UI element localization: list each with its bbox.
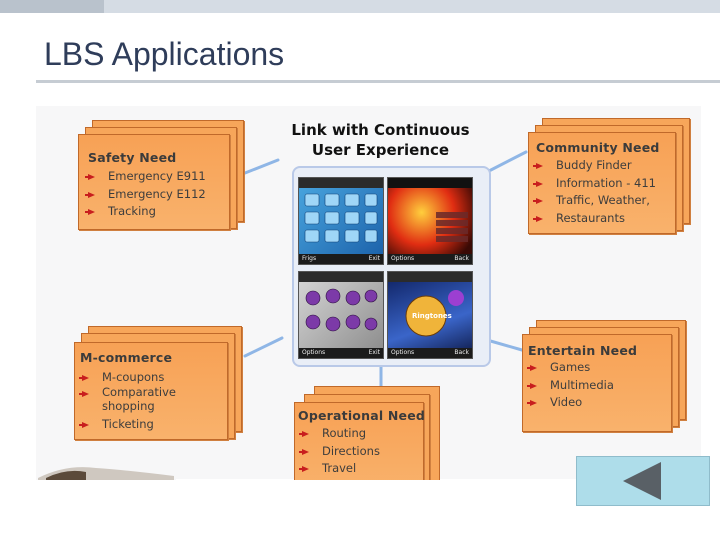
- screen-softkeys: Options Back: [388, 348, 472, 358]
- arrow-bullet-icon: [299, 448, 309, 455]
- arrow-bullet-icon: [299, 466, 309, 472]
- arrow-bullet-icon: [85, 174, 95, 180]
- list-item: Emergency E911: [80, 168, 206, 186]
- center-caption-line2: User Experience: [311, 141, 450, 159]
- card-mcommerce-list: M-coupons Comparative shopping Ticketing: [74, 369, 176, 432]
- ringtone-disc-icon: [405, 290, 464, 337]
- arrow-bullet-icon: [533, 215, 543, 222]
- back-button[interactable]: [576, 456, 710, 506]
- connector-community: [485, 150, 528, 174]
- phone-screen-services: Options Exit: [298, 271, 384, 359]
- card-entertain-title: Entertain Need: [528, 343, 638, 358]
- card-safety-list: Emergency E911 Emergency E112 Tracking: [80, 168, 206, 221]
- card-safety-title: Safety Need: [88, 150, 177, 165]
- app-grid-icon: [304, 193, 378, 243]
- center-caption-line1: Link with Continuous: [291, 121, 470, 139]
- screen-softkeys: Options Exit: [299, 348, 383, 358]
- list-item: Directions: [294, 443, 380, 461]
- list-item: Video: [522, 394, 614, 412]
- screen-softkeys: Frigs Exit: [299, 254, 383, 264]
- card-entertain: Entertain Need Games Multimedia Video: [522, 320, 690, 432]
- connector-mcommerce: [243, 336, 284, 358]
- list-item: Emergency E112: [80, 186, 206, 204]
- list-item: Games: [522, 359, 614, 377]
- list-item: Ticketing: [74, 416, 176, 432]
- service-icons: [305, 288, 378, 332]
- ringtones-label: Ringtones: [412, 312, 452, 320]
- list-item: Tracking: [80, 203, 206, 221]
- arrow-bullet-icon: [533, 198, 543, 204]
- arrow-bullet-icon: [527, 400, 537, 406]
- phone-screen-media: Options Back: [387, 177, 473, 265]
- arrow-bullet-icon: [79, 422, 89, 428]
- arrow-bullet-icon: [533, 163, 543, 169]
- arrow-bullet-icon: [299, 431, 309, 437]
- arrow-bullet-icon: [79, 391, 89, 397]
- list-item: Buddy Finder: [528, 157, 656, 175]
- screen-statusbar: [299, 272, 383, 282]
- arrow-bullet-icon: [79, 375, 89, 381]
- arrow-bullet-icon: [527, 365, 537, 371]
- list-item: Comparative: [74, 385, 176, 399]
- card-community-list: Buddy Finder Information - 411 Traffic, …: [528, 157, 656, 227]
- header-bar-left: [0, 0, 104, 13]
- triangle-left-icon: [623, 462, 661, 500]
- card-community: Community Need Buddy Finder Information …: [528, 118, 693, 236]
- card-entertain-list: Games Multimedia Video: [522, 359, 614, 412]
- screen-statusbar: [299, 178, 383, 188]
- card-community-title: Community Need: [536, 140, 660, 155]
- list-item: Information - 411: [528, 175, 656, 193]
- arrow-bullet-icon: [85, 191, 95, 198]
- arrow-bullet-icon: [533, 180, 543, 187]
- list-item: Traffic, Weather,: [528, 192, 656, 210]
- card-mcommerce-title: M-commerce: [80, 350, 173, 365]
- card-operational: Operational Need Routing Directions Trav…: [294, 386, 440, 480]
- screen-statusbar: [388, 178, 472, 188]
- list-item: shopping: [102, 399, 155, 413]
- card-safety: Safety Need Emergency E911 Emergency E11…: [78, 120, 248, 230]
- list-item: Travel: [294, 460, 380, 478]
- phone-screens-panel: Frigs Exit Options Back Options Exit: [292, 166, 491, 367]
- arrow-bullet-icon: [527, 382, 537, 389]
- screen-statusbar: [388, 272, 472, 282]
- list-item: M-coupons: [74, 369, 176, 385]
- screen-softkeys: Options Back: [388, 254, 472, 264]
- arrow-bullet-icon: [85, 209, 95, 215]
- list-item: Routing: [294, 425, 380, 443]
- card-operational-list: Routing Directions Travel: [294, 425, 380, 478]
- slide-title: LBS Applications: [44, 36, 285, 72]
- menu-list-icon: [436, 212, 468, 242]
- card-operational-title: Operational Need: [298, 408, 426, 423]
- connector-safety: [243, 158, 280, 175]
- connector-entertain: [485, 338, 524, 352]
- header-bar-right: [104, 0, 720, 13]
- phone-screen-menu: Frigs Exit: [298, 177, 384, 265]
- list-item: Multimedia: [522, 377, 614, 395]
- title-divider: [36, 80, 720, 83]
- center-caption: Link with Continuous User Experience: [268, 120, 493, 160]
- card-mcommerce: M-commerce M-coupons Comparative shoppin…: [74, 326, 246, 440]
- list-item: Restaurants: [528, 210, 656, 228]
- decorative-image-fragment: [36, 458, 176, 480]
- phone-screen-ringtones: Ringtones Options Back: [387, 271, 473, 359]
